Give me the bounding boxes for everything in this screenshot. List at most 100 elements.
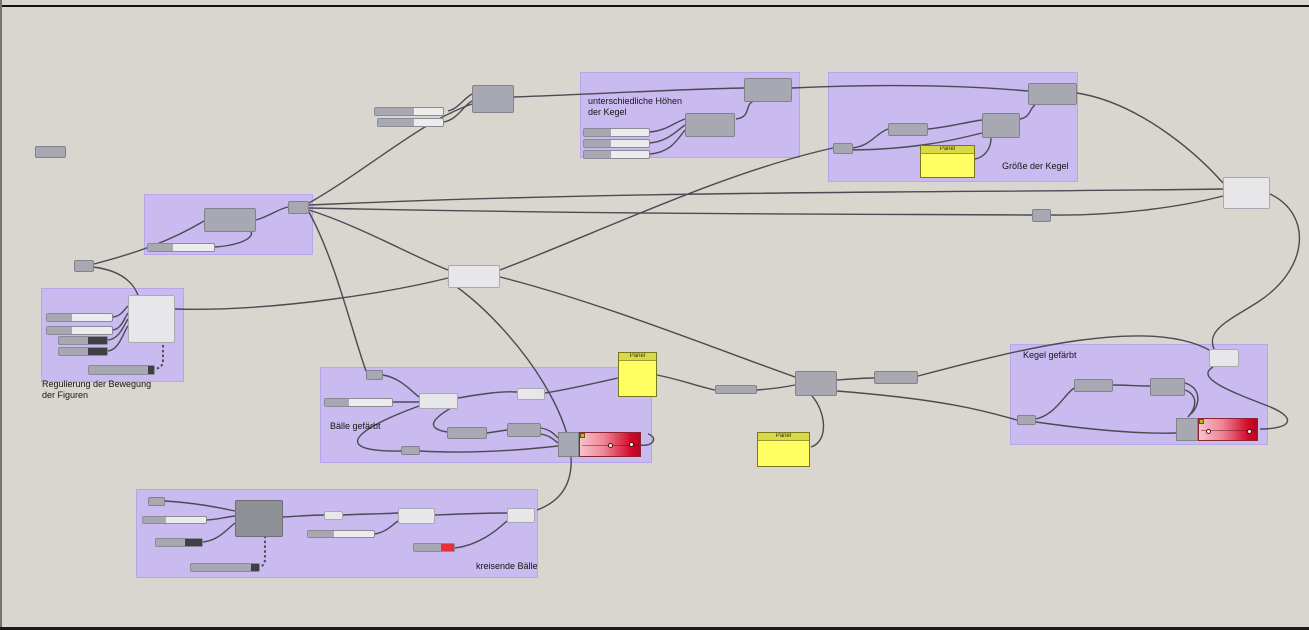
number-slider[interactable] bbox=[374, 107, 444, 116]
wire bbox=[1050, 195, 1224, 216]
component-node[interactable] bbox=[419, 393, 458, 409]
gradient-corner-marker bbox=[1199, 419, 1204, 424]
wire bbox=[756, 384, 796, 391]
component-node[interactable] bbox=[888, 123, 928, 136]
component-node[interactable] bbox=[982, 113, 1020, 138]
component-node[interactable] bbox=[1150, 378, 1185, 396]
wire bbox=[836, 390, 1018, 421]
gradient-handle[interactable] bbox=[1247, 429, 1252, 434]
wire bbox=[1112, 384, 1151, 387]
component-node[interactable] bbox=[1032, 209, 1051, 222]
panel-note[interactable]: Panel bbox=[618, 352, 657, 397]
component-node[interactable] bbox=[235, 500, 283, 537]
gradient-axis-line bbox=[1201, 429, 1255, 431]
gradient-swatch[interactable] bbox=[1198, 418, 1258, 441]
number-slider[interactable] bbox=[377, 118, 444, 127]
number-slider[interactable] bbox=[46, 313, 113, 322]
wire bbox=[447, 280, 572, 511]
number-slider[interactable] bbox=[142, 516, 207, 524]
wire bbox=[927, 119, 983, 130]
number-slider[interactable] bbox=[413, 543, 455, 552]
component-node[interactable] bbox=[204, 208, 256, 232]
component-node[interactable] bbox=[1223, 177, 1270, 209]
wire bbox=[356, 405, 420, 452]
wire bbox=[112, 312, 129, 331]
gradient-handle[interactable] bbox=[1206, 429, 1211, 434]
component-node[interactable] bbox=[447, 427, 487, 439]
component-node[interactable] bbox=[874, 371, 918, 384]
component-node[interactable] bbox=[398, 508, 435, 524]
component-node[interactable] bbox=[401, 446, 420, 455]
panel-note[interactable]: Panel bbox=[757, 432, 810, 467]
gradient-handle[interactable] bbox=[608, 443, 613, 448]
component-node[interactable] bbox=[744, 78, 792, 102]
number-slider[interactable] bbox=[147, 243, 215, 252]
number-slider[interactable] bbox=[583, 150, 650, 159]
component-node[interactable] bbox=[685, 113, 735, 137]
wire bbox=[206, 515, 236, 521]
wire bbox=[1019, 104, 1036, 120]
wire bbox=[1184, 389, 1196, 418]
wire bbox=[202, 522, 236, 543]
component-node[interactable] bbox=[1017, 415, 1036, 425]
timer-component[interactable] bbox=[88, 365, 155, 375]
number-slider[interactable] bbox=[583, 128, 650, 137]
component-node[interactable] bbox=[324, 511, 343, 520]
number-slider[interactable] bbox=[155, 538, 203, 547]
wire bbox=[382, 374, 420, 398]
number-slider[interactable] bbox=[583, 139, 650, 148]
component-node[interactable] bbox=[288, 201, 309, 214]
component-node[interactable] bbox=[1209, 349, 1239, 367]
wire bbox=[308, 207, 1033, 216]
wire bbox=[544, 377, 619, 394]
component-node[interactable] bbox=[148, 497, 165, 506]
panel-note[interactable]: Panel bbox=[920, 145, 975, 178]
group-label-kegel: Kegel gefärbt bbox=[1023, 350, 1077, 360]
gradient-component[interactable] bbox=[1176, 418, 1258, 441]
component-node[interactable] bbox=[1028, 83, 1077, 105]
gradient-swatch[interactable] bbox=[579, 432, 641, 457]
timer-component[interactable] bbox=[190, 563, 260, 572]
wire bbox=[836, 377, 875, 381]
gradient-handle[interactable] bbox=[629, 442, 634, 447]
wire bbox=[174, 277, 449, 310]
component-node[interactable] bbox=[128, 295, 175, 343]
wire bbox=[1035, 421, 1177, 434]
wire bbox=[974, 137, 992, 160]
component-node[interactable] bbox=[448, 265, 500, 288]
wire bbox=[308, 211, 367, 372]
wire bbox=[282, 514, 325, 518]
wire bbox=[540, 433, 559, 444]
panel-title: Panel bbox=[758, 433, 809, 441]
wire bbox=[649, 118, 686, 133]
gradient-input-cap bbox=[1176, 418, 1198, 441]
wire bbox=[112, 305, 129, 318]
component-node[interactable] bbox=[507, 423, 541, 437]
component-node[interactable] bbox=[35, 146, 66, 158]
component-node[interactable] bbox=[715, 385, 757, 394]
number-slider[interactable] bbox=[58, 336, 108, 345]
gradient-component[interactable] bbox=[558, 432, 641, 457]
wire bbox=[649, 124, 686, 144]
number-slider[interactable] bbox=[58, 347, 108, 356]
number-slider[interactable] bbox=[46, 326, 113, 335]
component-node[interactable] bbox=[74, 260, 94, 272]
panel-title: Panel bbox=[921, 146, 974, 154]
wire bbox=[107, 325, 129, 352]
wire bbox=[92, 266, 139, 296]
component-node[interactable] bbox=[517, 388, 545, 400]
component-node[interactable] bbox=[366, 370, 383, 380]
component-node[interactable] bbox=[1074, 379, 1113, 392]
number-slider[interactable] bbox=[307, 530, 375, 538]
component-node[interactable] bbox=[507, 508, 535, 523]
number-slider[interactable] bbox=[324, 398, 393, 407]
component-node[interactable] bbox=[833, 143, 853, 154]
wire bbox=[499, 147, 834, 271]
component-node[interactable] bbox=[472, 85, 514, 113]
wire bbox=[1184, 382, 1199, 415]
gradient-input-cap bbox=[558, 432, 579, 457]
wire bbox=[810, 395, 825, 448]
wire bbox=[735, 100, 755, 120]
component-node[interactable] bbox=[795, 371, 837, 396]
